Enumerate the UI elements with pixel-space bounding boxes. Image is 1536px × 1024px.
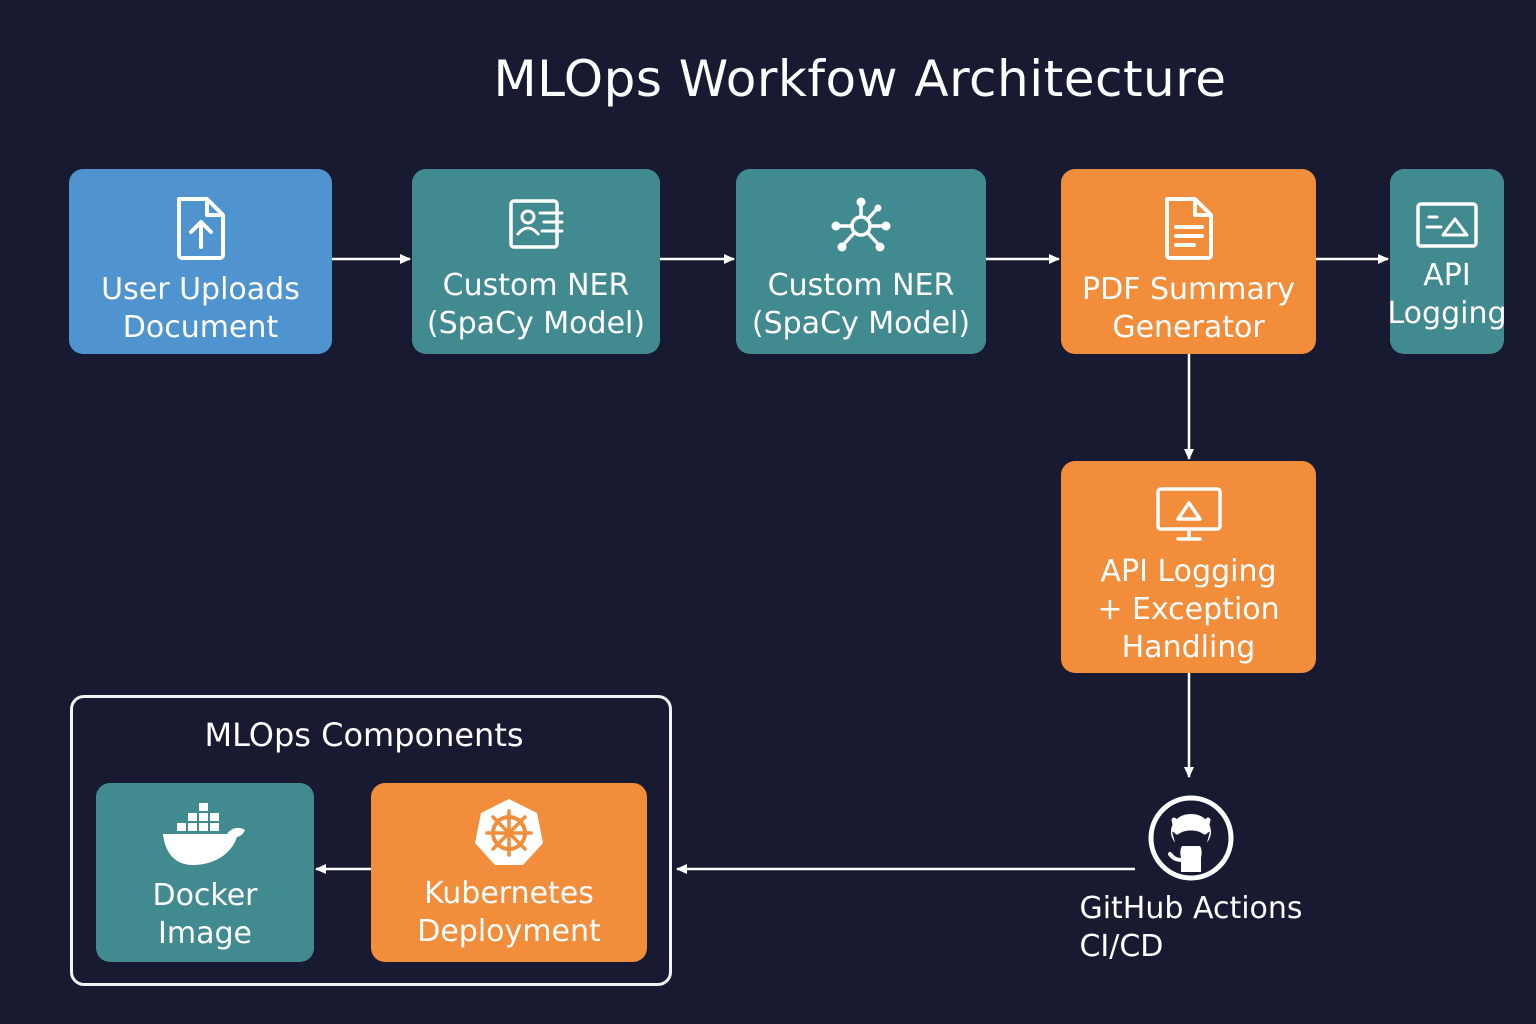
- node-label-line2: Image: [158, 916, 252, 951]
- kubernetes-helm-icon: [475, 799, 543, 865]
- node-docker-image: Docker Image: [96, 783, 314, 962]
- node-label-line2: + Exception: [1097, 592, 1280, 627]
- image-icon: [1416, 202, 1478, 248]
- node-label-line2: (SpaCy Model): [426, 306, 646, 341]
- node-pdf-summary-generator: PDF Summary Generator: [1061, 169, 1316, 354]
- node-label-line2: Generator: [1112, 310, 1265, 345]
- node-label-line2: Document: [122, 310, 279, 345]
- node-github-actions: GitHub Actions CI/CD: [1066, 794, 1316, 966]
- node-label-line2: (SpaCy Model): [751, 306, 971, 341]
- node-label-line1: API Logging: [1100, 554, 1277, 589]
- node-user-uploads-document: User Uploads Document: [69, 169, 332, 354]
- node-label-line1: Custom NER: [767, 268, 955, 303]
- node-label-line1: Custom NER: [442, 268, 630, 303]
- node-label-line1: Docker: [152, 878, 258, 913]
- node-label-line1: API: [1423, 258, 1471, 293]
- docker-whale-icon: [161, 803, 245, 865]
- diagram-title: MLOps Workfow Architecture: [493, 50, 1227, 108]
- document-icon: [1164, 197, 1213, 260]
- node-label-line2: Deployment: [417, 914, 601, 949]
- network-hub-icon: [831, 197, 891, 252]
- node-custom-ner-2: Custom NER (SpaCy Model): [736, 169, 986, 354]
- file-upload-icon: [176, 197, 225, 260]
- node-api-logging-exception-handling: API Logging + Exception Handling: [1061, 461, 1316, 673]
- group-title: MLOps Components: [204, 716, 524, 754]
- node-label-line2: CI/CD: [1079, 929, 1164, 964]
- node-kubernetes-deployment: Kubernetes Deployment: [371, 783, 647, 962]
- node-label-line1: PDF Summary: [1082, 272, 1295, 307]
- id-card-icon: [509, 199, 564, 249]
- node-label-line1: User Uploads: [101, 272, 300, 307]
- node-label-line3: Handling: [1121, 630, 1256, 665]
- node-label-line1: Kubernetes: [424, 876, 594, 911]
- node-label-line1: GitHub Actions: [1079, 891, 1303, 926]
- github-icon: [1148, 795, 1234, 881]
- node-label-line2: Logging: [1387, 296, 1507, 331]
- node-api-logging: API Logging: [1387, 169, 1507, 354]
- node-custom-ner-1: Custom NER (SpaCy Model): [412, 169, 660, 354]
- mlops-components-group: [70, 695, 672, 986]
- monitor-icon: [1155, 487, 1222, 541]
